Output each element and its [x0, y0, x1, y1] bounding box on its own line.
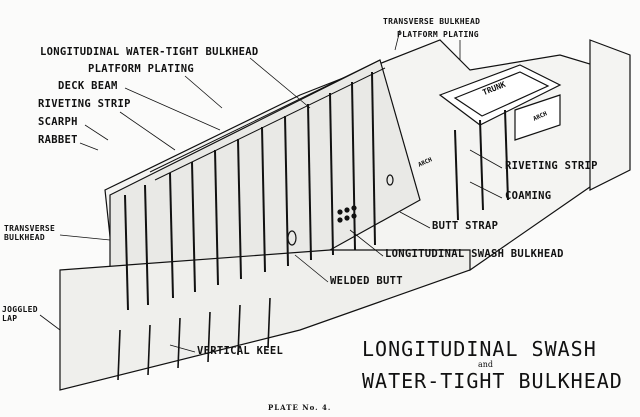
label-deck-beam: DECK BEAM	[58, 80, 118, 92]
label-welded-butt: WELDED BUTT	[330, 275, 403, 287]
title-line-2: WATER-TIGHT BULKHEAD	[362, 369, 623, 393]
label-scarph: SCARPH	[38, 116, 78, 128]
label-butt-strap: BUTT STRAP	[432, 220, 499, 232]
label-transverse-bulkhead-top: TRANSVERSE BULKHEAD	[383, 17, 481, 26]
label-platform-plating: PLATFORM PLATING	[88, 63, 194, 75]
title-line-1: LONGITUDINAL SWASH	[362, 337, 597, 361]
label-rabbet: RABBET	[38, 134, 78, 146]
label-line: BULKHEAD	[4, 233, 45, 242]
swash-bulkhead-holes	[287, 174, 394, 246]
arch-box	[514, 94, 561, 141]
title-and: and	[478, 360, 494, 369]
label-vertical-keel: VERTICAL KEEL	[197, 345, 284, 357]
label-joggled-lap: JOGGLED LAP	[2, 305, 38, 323]
vertical-stiffeners	[124, 71, 509, 311]
label-platform-plating-top: PLATFORM PLATING	[397, 30, 479, 39]
label-riveting-strip-right: RIVETING STRIP	[505, 160, 598, 172]
trunk-structure	[438, 64, 562, 126]
label-longitudinal-swash-bulkhead: LONGITUDINAL SWASH BULKHEAD	[385, 248, 564, 260]
label-transverse-bulkhead-left: TRANSVERSE BULKHEAD	[4, 224, 55, 242]
label-line: JOGGLED	[2, 305, 38, 314]
trunk-opening	[453, 71, 550, 117]
label-riveting-strip: RIVETING STRIP	[38, 98, 131, 110]
label-line: TRANSVERSE	[4, 224, 56, 233]
transverse-bulkhead-right	[589, 39, 631, 191]
floors	[117, 297, 271, 381]
plate-number: PLATE No. 4.	[268, 403, 332, 412]
keel-bottom	[59, 249, 471, 391]
label-line: LAP	[2, 314, 18, 323]
label-longitudinal-watertight-bulkhead: LONGITUDINAL WATER-TIGHT BULKHEAD	[40, 46, 259, 58]
label-coaming: COAMING	[505, 190, 552, 202]
leader-lines	[39, 29, 503, 353]
deck-beams	[149, 59, 386, 181]
